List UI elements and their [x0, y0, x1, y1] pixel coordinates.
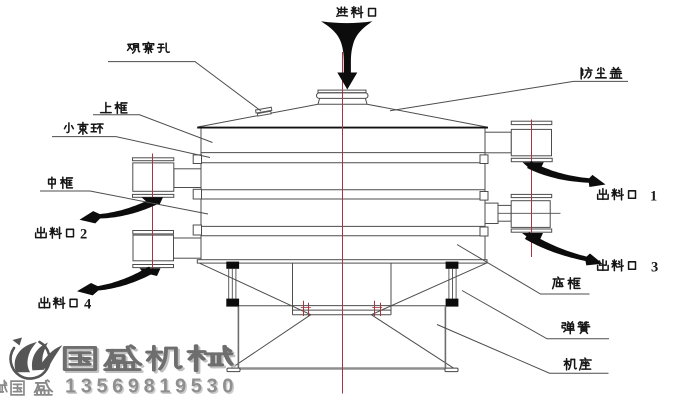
svg-text:13569819530: 13569819530	[65, 376, 238, 398]
svg-text:2: 2	[80, 227, 87, 243]
svg-text:1: 1	[650, 189, 657, 205]
svg-text:3: 3	[651, 260, 658, 276]
svg-text:4: 4	[84, 297, 91, 313]
svg-text:13569819530: 13569819530	[67, 377, 240, 399]
